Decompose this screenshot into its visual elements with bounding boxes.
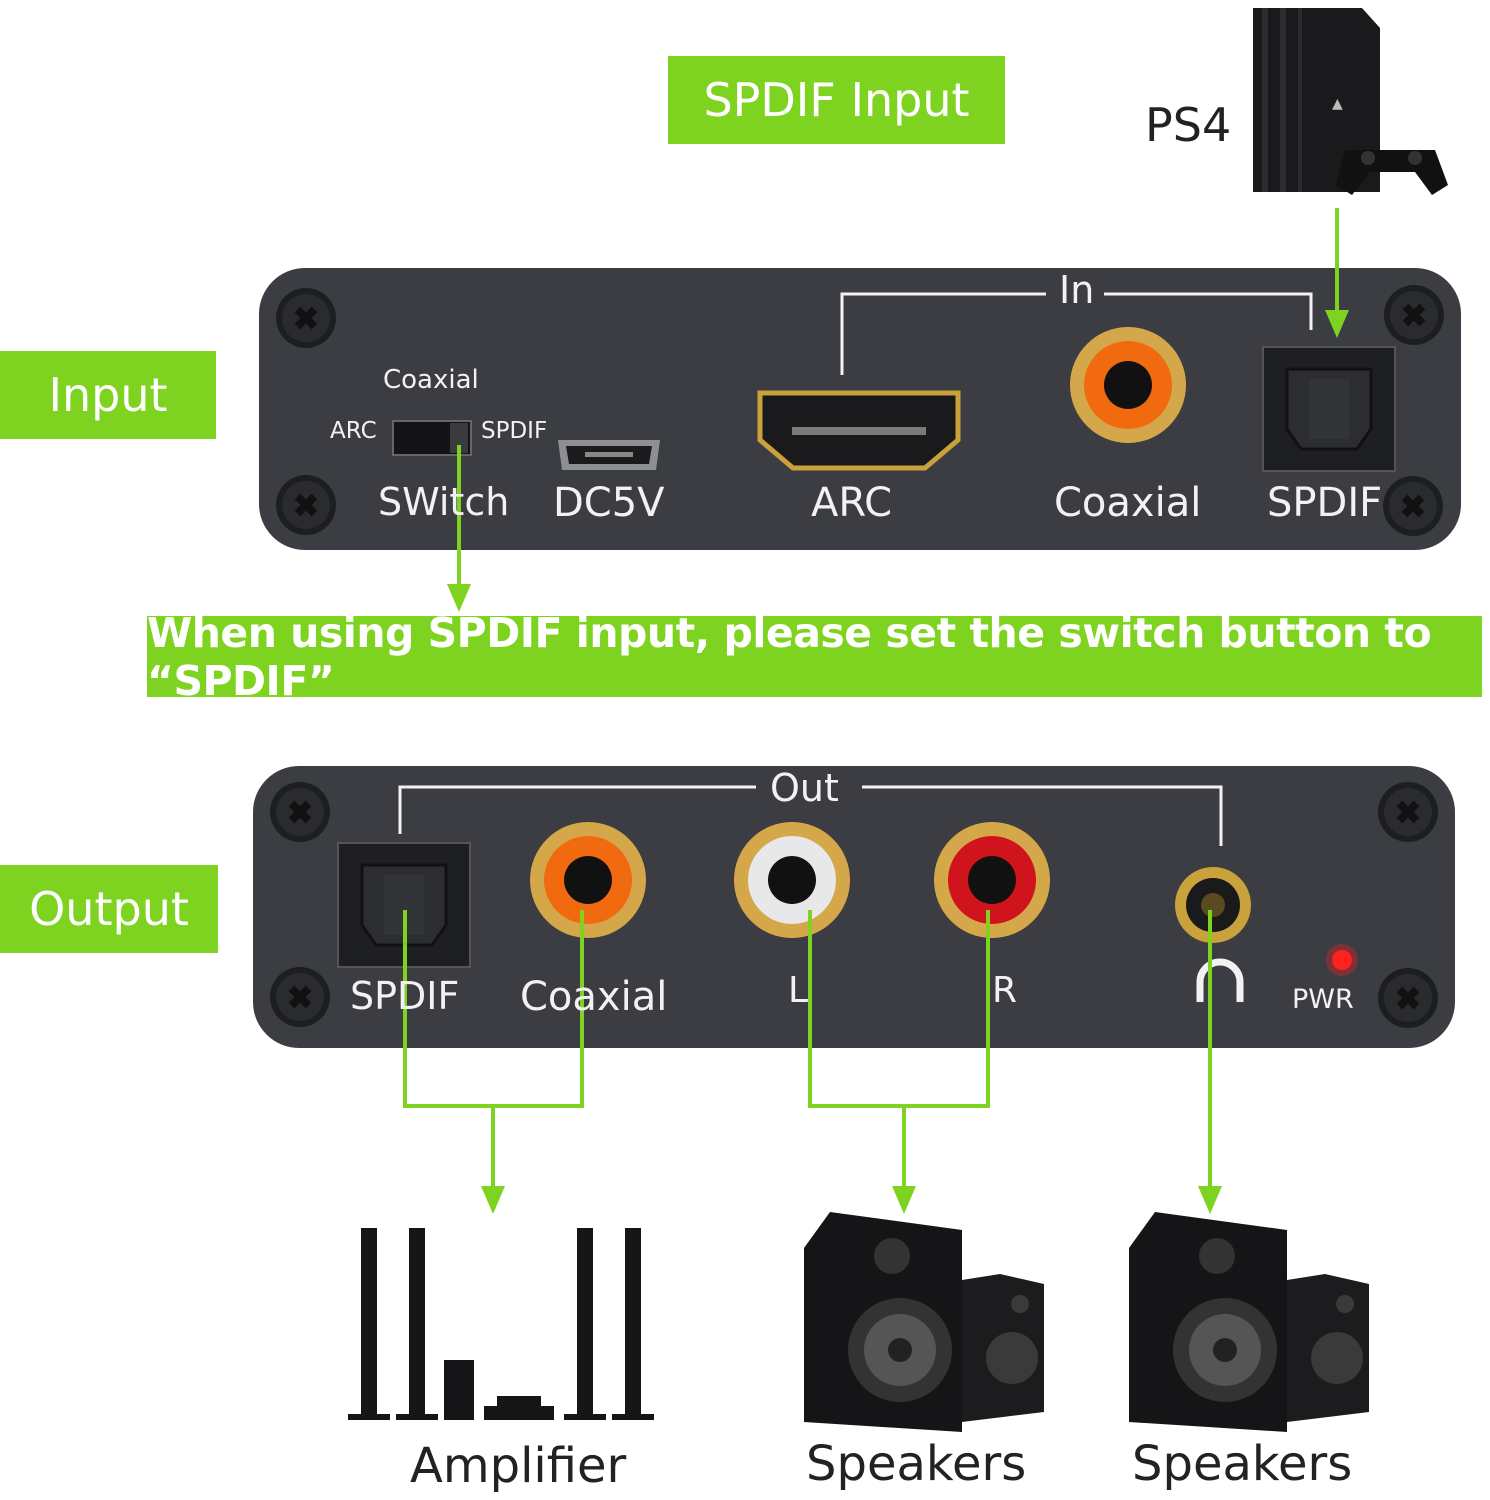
pwr-label: PWR bbox=[1292, 984, 1354, 1015]
speakers-label-1: Speakers bbox=[806, 1436, 1027, 1492]
dc5v-label: DC5V bbox=[553, 480, 665, 526]
switch-spdif-label: SPDIF bbox=[481, 418, 548, 444]
in-group-label: In bbox=[1059, 268, 1095, 312]
ps4-label: PS4 bbox=[1145, 98, 1232, 152]
speakers-icon bbox=[804, 1212, 1044, 1432]
output-tag: Output bbox=[0, 865, 218, 953]
spdif-out-label: SPDIF bbox=[350, 974, 460, 1018]
input-tag: Input bbox=[0, 351, 216, 439]
switch-note-text: When using SPDIF input, please set the s… bbox=[147, 608, 1432, 705]
switch-arc-label: ARC bbox=[330, 418, 377, 444]
spdif-in-label: SPDIF bbox=[1267, 480, 1383, 526]
input-label: Input bbox=[48, 368, 168, 422]
switch-note-banner: When using SPDIF input, please set the s… bbox=[147, 609, 1482, 705]
amplifier-icon bbox=[348, 1228, 654, 1420]
left-channel-label: L bbox=[788, 970, 809, 1011]
coaxial-in-label: Coaxial bbox=[1054, 480, 1202, 526]
right-channel-label: R bbox=[992, 970, 1018, 1011]
out-group-label: Out bbox=[770, 766, 839, 810]
spdif-input-label: SPDIF Input bbox=[703, 73, 970, 127]
spdif-input-tag: SPDIF Input bbox=[668, 56, 1005, 144]
speakers-label-2: Speakers bbox=[1132, 1436, 1353, 1492]
coaxial-out-label: Coaxial bbox=[520, 974, 668, 1020]
speakers-icon bbox=[1129, 1212, 1369, 1432]
amplifier-label: Amplifier bbox=[410, 1438, 627, 1494]
switch-coaxial-label: Coaxial bbox=[383, 365, 479, 395]
arc-port-label: ARC bbox=[811, 480, 893, 526]
svg-text:▲: ▲ bbox=[1332, 96, 1343, 112]
switch-label: SWitch bbox=[378, 480, 510, 524]
output-label: Output bbox=[29, 882, 189, 936]
